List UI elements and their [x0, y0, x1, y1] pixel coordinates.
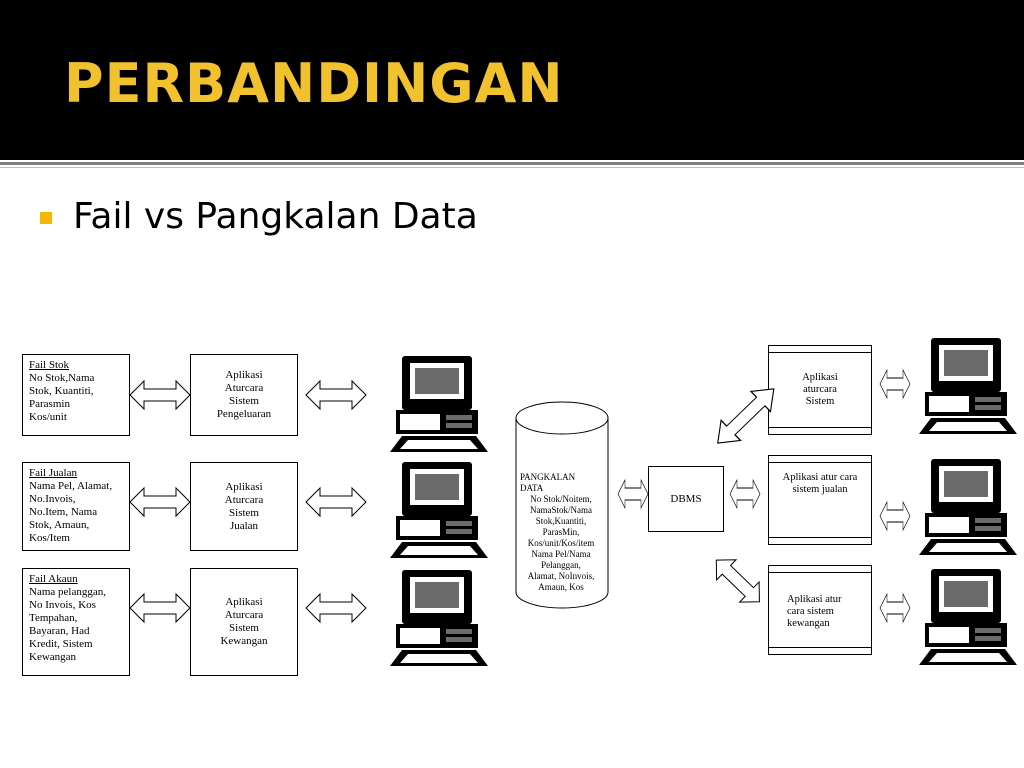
file-line: Kos/unit [29, 411, 67, 423]
database-line: Pelanggan, [541, 560, 581, 570]
double-arrow-icon [129, 593, 191, 623]
database-heading: DATA [520, 483, 544, 493]
app-line: Aturcara [224, 382, 264, 394]
bullet-icon [40, 212, 52, 224]
app-line: Sistem [805, 396, 835, 407]
app-line: Aplikasi [225, 480, 263, 493]
dbms-label: DBMS [670, 492, 702, 505]
double-arrow-icon [879, 369, 911, 399]
double-arrow-icon [305, 380, 367, 410]
double-arrow-icon [706, 549, 770, 613]
file-box-stok: Fail Stok No Stok,Nama Stok, Kuantiti, P… [22, 354, 130, 436]
app-line: Sistem [229, 395, 259, 407]
app-line: Sistem [229, 506, 259, 519]
database-line: Nama Pel/Nama [531, 549, 591, 559]
app-line: Aplikasi [225, 596, 263, 608]
file-line: Parasmin [29, 398, 70, 410]
database-heading: PANGKALAN [520, 472, 576, 482]
file-line: Nama pelanggan, [29, 586, 106, 598]
app-line: Aplikasi [802, 372, 838, 383]
divider [0, 162, 1024, 165]
file-line: Kredit, Sistem [29, 638, 93, 650]
box-rule [769, 572, 871, 573]
app-box-pengeluaran: Aplikasi Aturcara Sistem Pengeluaran [190, 354, 298, 436]
computer-icon [390, 462, 488, 558]
double-arrow-icon [129, 487, 191, 517]
app-line: Jualan [229, 519, 259, 532]
file-box-akaun: Fail Akaun Nama pelanggan, No Invois, Ko… [22, 568, 130, 676]
file-line: Kewangan [29, 651, 77, 663]
page-title: PERBANDINGAN [64, 52, 564, 115]
bullet-text: Fail vs Pangkalan Data [73, 196, 478, 237]
computer-icon [390, 356, 488, 452]
file-box-jualan: Fail Jualan Nama Pel, Alamat, No.Invois,… [22, 462, 130, 551]
database-label: PANGKALAN DATA No Stok/Noitem, NamaStok/… [520, 472, 602, 593]
box-rule [769, 537, 871, 538]
file-line: No Invois, Kos [29, 599, 96, 611]
database-line: Alamat, NoInvois, [527, 571, 595, 581]
app-box-right-sistem: Aplikasi aturcara Sistem [768, 345, 872, 435]
double-arrow-icon [129, 380, 191, 410]
box-rule [769, 352, 871, 353]
app-line: kewangan [787, 618, 830, 629]
app-box-right-kewangan: Aplikasi atur cara sistem kewangan [768, 565, 872, 655]
app-box-kewangan: Aplikasi Aturcara Sistem Kewangan [190, 568, 298, 676]
double-arrow-icon [617, 479, 649, 509]
file-line: Stok, Amaun, [29, 519, 90, 531]
app-box-right-jualan: Aplikasi atur cara sistem jualan [768, 455, 872, 545]
double-arrow-icon [879, 593, 911, 623]
box-rule [769, 427, 871, 428]
app-line: Aturcara [224, 493, 264, 506]
computer-icon [919, 459, 1017, 555]
database-line: ParasMin, [542, 527, 580, 537]
database-line: Amaun, Kos [538, 582, 584, 592]
database-cylinder-icon [515, 401, 609, 609]
app-line: Pengeluaran [216, 408, 272, 420]
file-heading: Fail Jualan [29, 467, 77, 479]
file-line: No.Item, Nama [29, 506, 98, 518]
app-line: Aplikasi atur [787, 594, 842, 605]
app-line: Aturcara [224, 609, 264, 621]
file-heading: Fail Stok [29, 359, 70, 371]
database-line: No Stok/Noitem, [530, 494, 592, 504]
app-line: Sistem [229, 622, 259, 634]
file-line: No Stok,Nama [29, 372, 95, 384]
app-line: sistem jualan [792, 484, 848, 495]
double-arrow-icon [707, 378, 785, 454]
computer-icon [390, 570, 488, 666]
file-line: Nama Pel, Alamat, [29, 480, 113, 492]
database-line: Kos/unit/Kos/item [527, 538, 595, 548]
dbms-box: DBMS [648, 466, 724, 532]
box-rule [769, 462, 871, 463]
header-bar [0, 0, 1024, 160]
file-line: No.Invois, [29, 493, 76, 505]
app-line: cara sistem [787, 606, 834, 617]
database-line: Stok,Kuantiti, [535, 516, 587, 526]
app-line: Aplikasi [225, 369, 263, 381]
app-box-jualan: Aplikasi Aturcara Sistem Jualan [190, 462, 298, 551]
divider-thin [0, 167, 1024, 168]
app-line: Aplikasi atur cara [782, 472, 858, 483]
file-heading: Fail Akaun [29, 573, 78, 585]
database-line: NamaStok/Nama [530, 505, 592, 515]
file-line: Tempahan, [29, 612, 78, 624]
computer-icon [919, 569, 1017, 665]
app-line: Kewangan [220, 635, 268, 647]
app-line: aturcara [803, 384, 837, 395]
double-arrow-icon [305, 487, 367, 517]
double-arrow-icon [729, 479, 761, 509]
box-rule [769, 647, 871, 648]
computer-icon [919, 338, 1017, 434]
file-line: Bayaran, Had [29, 625, 90, 637]
file-line: Stok, Kuantiti, [29, 385, 94, 397]
double-arrow-icon [879, 501, 911, 531]
file-line: Kos/Item [29, 532, 70, 544]
double-arrow-icon [305, 593, 367, 623]
